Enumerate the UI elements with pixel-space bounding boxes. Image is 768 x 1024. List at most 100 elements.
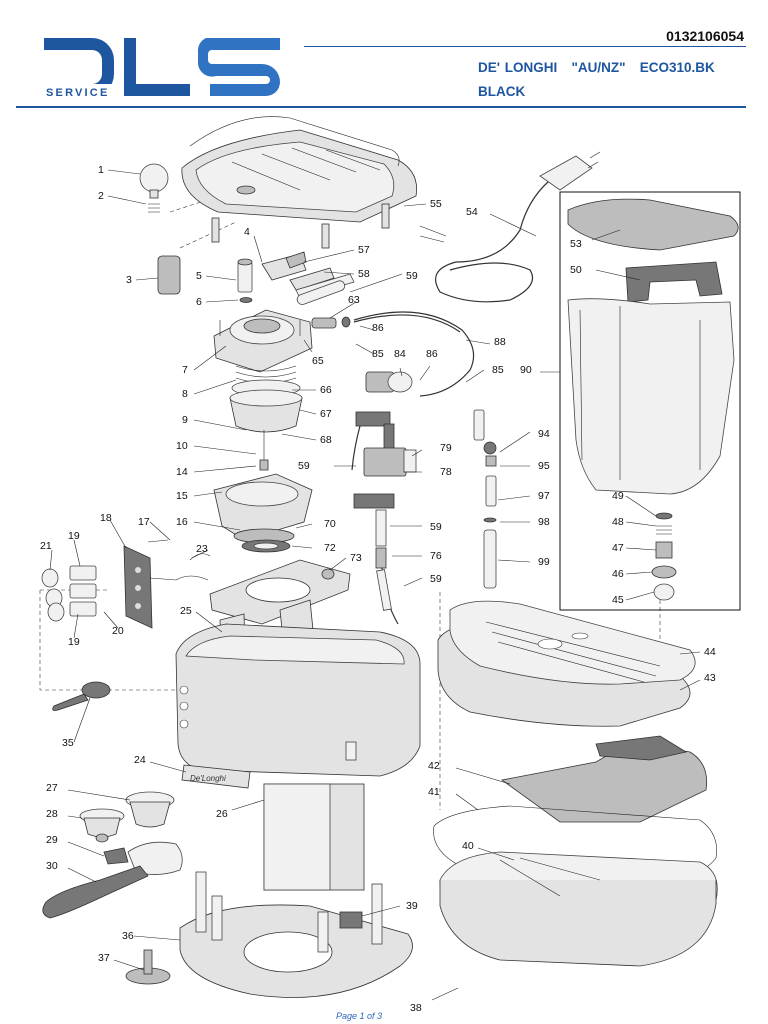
callout-leader-lines (49, 169, 701, 1001)
bushing-part (157, 255, 181, 295)
callout-67: 67 (320, 408, 332, 420)
callout-97: 97 (538, 490, 550, 502)
callout-85-upper: 85 (372, 348, 384, 360)
callout-40: 40 (462, 840, 474, 852)
callout-55: 55 (430, 198, 442, 210)
header-rule-top (304, 46, 746, 47)
callout-4: 4 (244, 226, 250, 238)
callout-79: 79 (440, 442, 452, 454)
portafilter-assembly (42, 791, 183, 919)
callout-59-top: 59 (406, 270, 418, 282)
callout-24: 24 (134, 754, 146, 766)
callout-45: 45 (612, 594, 624, 606)
callout-1: 1 (98, 164, 104, 176)
callout-10: 10 (176, 440, 188, 452)
main-body-part: De'Longhi (175, 623, 421, 891)
tube-parts (296, 280, 475, 397)
measuring-scoop-part (52, 681, 111, 711)
callout-25: 25 (180, 605, 192, 617)
callout-66: 66 (320, 384, 332, 396)
callout-58: 58 (358, 268, 370, 280)
callout-8: 8 (182, 388, 188, 400)
callout-47: 47 (612, 542, 624, 554)
callout-98: 98 (538, 516, 550, 528)
dls-service-logo: SERVICE (40, 38, 280, 99)
callout-17: 17 (138, 516, 150, 528)
drip-tray-assembly (437, 600, 696, 727)
callout-59-mid: 59 (430, 521, 442, 533)
callout-2: 2 (98, 190, 104, 202)
callout-99: 99 (538, 556, 550, 568)
callout-42: 42 (428, 760, 440, 772)
top-cover-part (181, 116, 417, 249)
callout-29: 29 (46, 834, 58, 846)
callout-76: 76 (430, 550, 442, 562)
callout-16: 16 (176, 516, 188, 528)
boiler-assembly (213, 309, 313, 553)
callout-94: 94 (538, 428, 550, 440)
control-panel-parts (41, 539, 211, 629)
callout-78: 78 (440, 466, 452, 478)
callout-30: 30 (46, 860, 58, 872)
callout-86-lower: 86 (426, 348, 438, 360)
document-number: 0132106054 (666, 28, 744, 44)
callout-14: 14 (176, 466, 188, 478)
callout-21: 21 (40, 540, 52, 552)
logo-service-text: SERVICE (46, 87, 110, 99)
callout-28: 28 (46, 808, 58, 820)
callout-39: 39 (406, 900, 418, 912)
exploded-view-diagram: De'Longhi (39, 116, 741, 1014)
callout-26: 26 (216, 808, 228, 820)
callout-15: 15 (176, 490, 188, 502)
callout-37: 37 (98, 952, 110, 964)
callout-36: 36 (122, 930, 134, 942)
callout-86-upper: 86 (372, 322, 384, 334)
callout-59-bottom: 59 (430, 573, 442, 585)
callout-84: 84 (394, 348, 406, 360)
callout-70: 70 (324, 518, 336, 530)
callout-85-lower: 85 (492, 364, 504, 376)
callout-68: 68 (320, 434, 332, 446)
callout-43: 43 (704, 672, 716, 684)
callout-18: 18 (100, 512, 112, 524)
callout-73: 73 (350, 552, 362, 564)
callout-49: 49 (612, 490, 624, 502)
callout-54: 54 (466, 206, 478, 218)
callout-63: 63 (348, 294, 360, 306)
header-rule-bottom (16, 106, 746, 108)
callout-72: 72 (324, 542, 336, 554)
page-indicator: Page 1 of 3 (336, 1011, 383, 1021)
part-callouts: 1 2 3 4 5 6 7 8 9 10 14 15 16 17 18 19 1… (40, 164, 716, 1014)
water-tank-assembly (559, 191, 741, 611)
callout-44: 44 (704, 646, 716, 658)
callout-90: 90 (520, 364, 532, 376)
callout-3: 3 (126, 274, 132, 286)
callout-20: 20 (112, 625, 124, 637)
callout-41: 41 (428, 786, 440, 798)
callout-19-upper: 19 (68, 530, 80, 542)
brand-badge-text: De'Longhi (190, 774, 226, 783)
power-cable-part (419, 151, 601, 303)
callout-48: 48 (612, 516, 624, 528)
callout-23: 23 (196, 543, 208, 555)
lower-housing-assembly (433, 735, 718, 967)
steam-wand-assembly (473, 409, 497, 589)
callout-53: 53 (570, 238, 582, 250)
pump-assembly (351, 371, 417, 625)
callout-65: 65 (312, 355, 324, 367)
callout-59-pump: 59 (298, 460, 310, 472)
callout-95: 95 (538, 460, 550, 472)
callout-5: 5 (196, 270, 202, 282)
callout-88: 88 (494, 336, 506, 348)
steam-valve-parts (237, 251, 355, 303)
callout-6: 6 (196, 296, 202, 308)
steam-knob-part (139, 163, 169, 213)
callout-7: 7 (182, 364, 188, 376)
callout-50: 50 (570, 264, 582, 276)
callout-35: 35 (62, 737, 74, 749)
model-line: DE' LONGHI "AU/NZ" ECO310.BK (478, 60, 715, 75)
callout-19-lower: 19 (68, 636, 80, 648)
callout-38: 38 (410, 1002, 422, 1014)
color-line: BLACK (478, 84, 526, 99)
